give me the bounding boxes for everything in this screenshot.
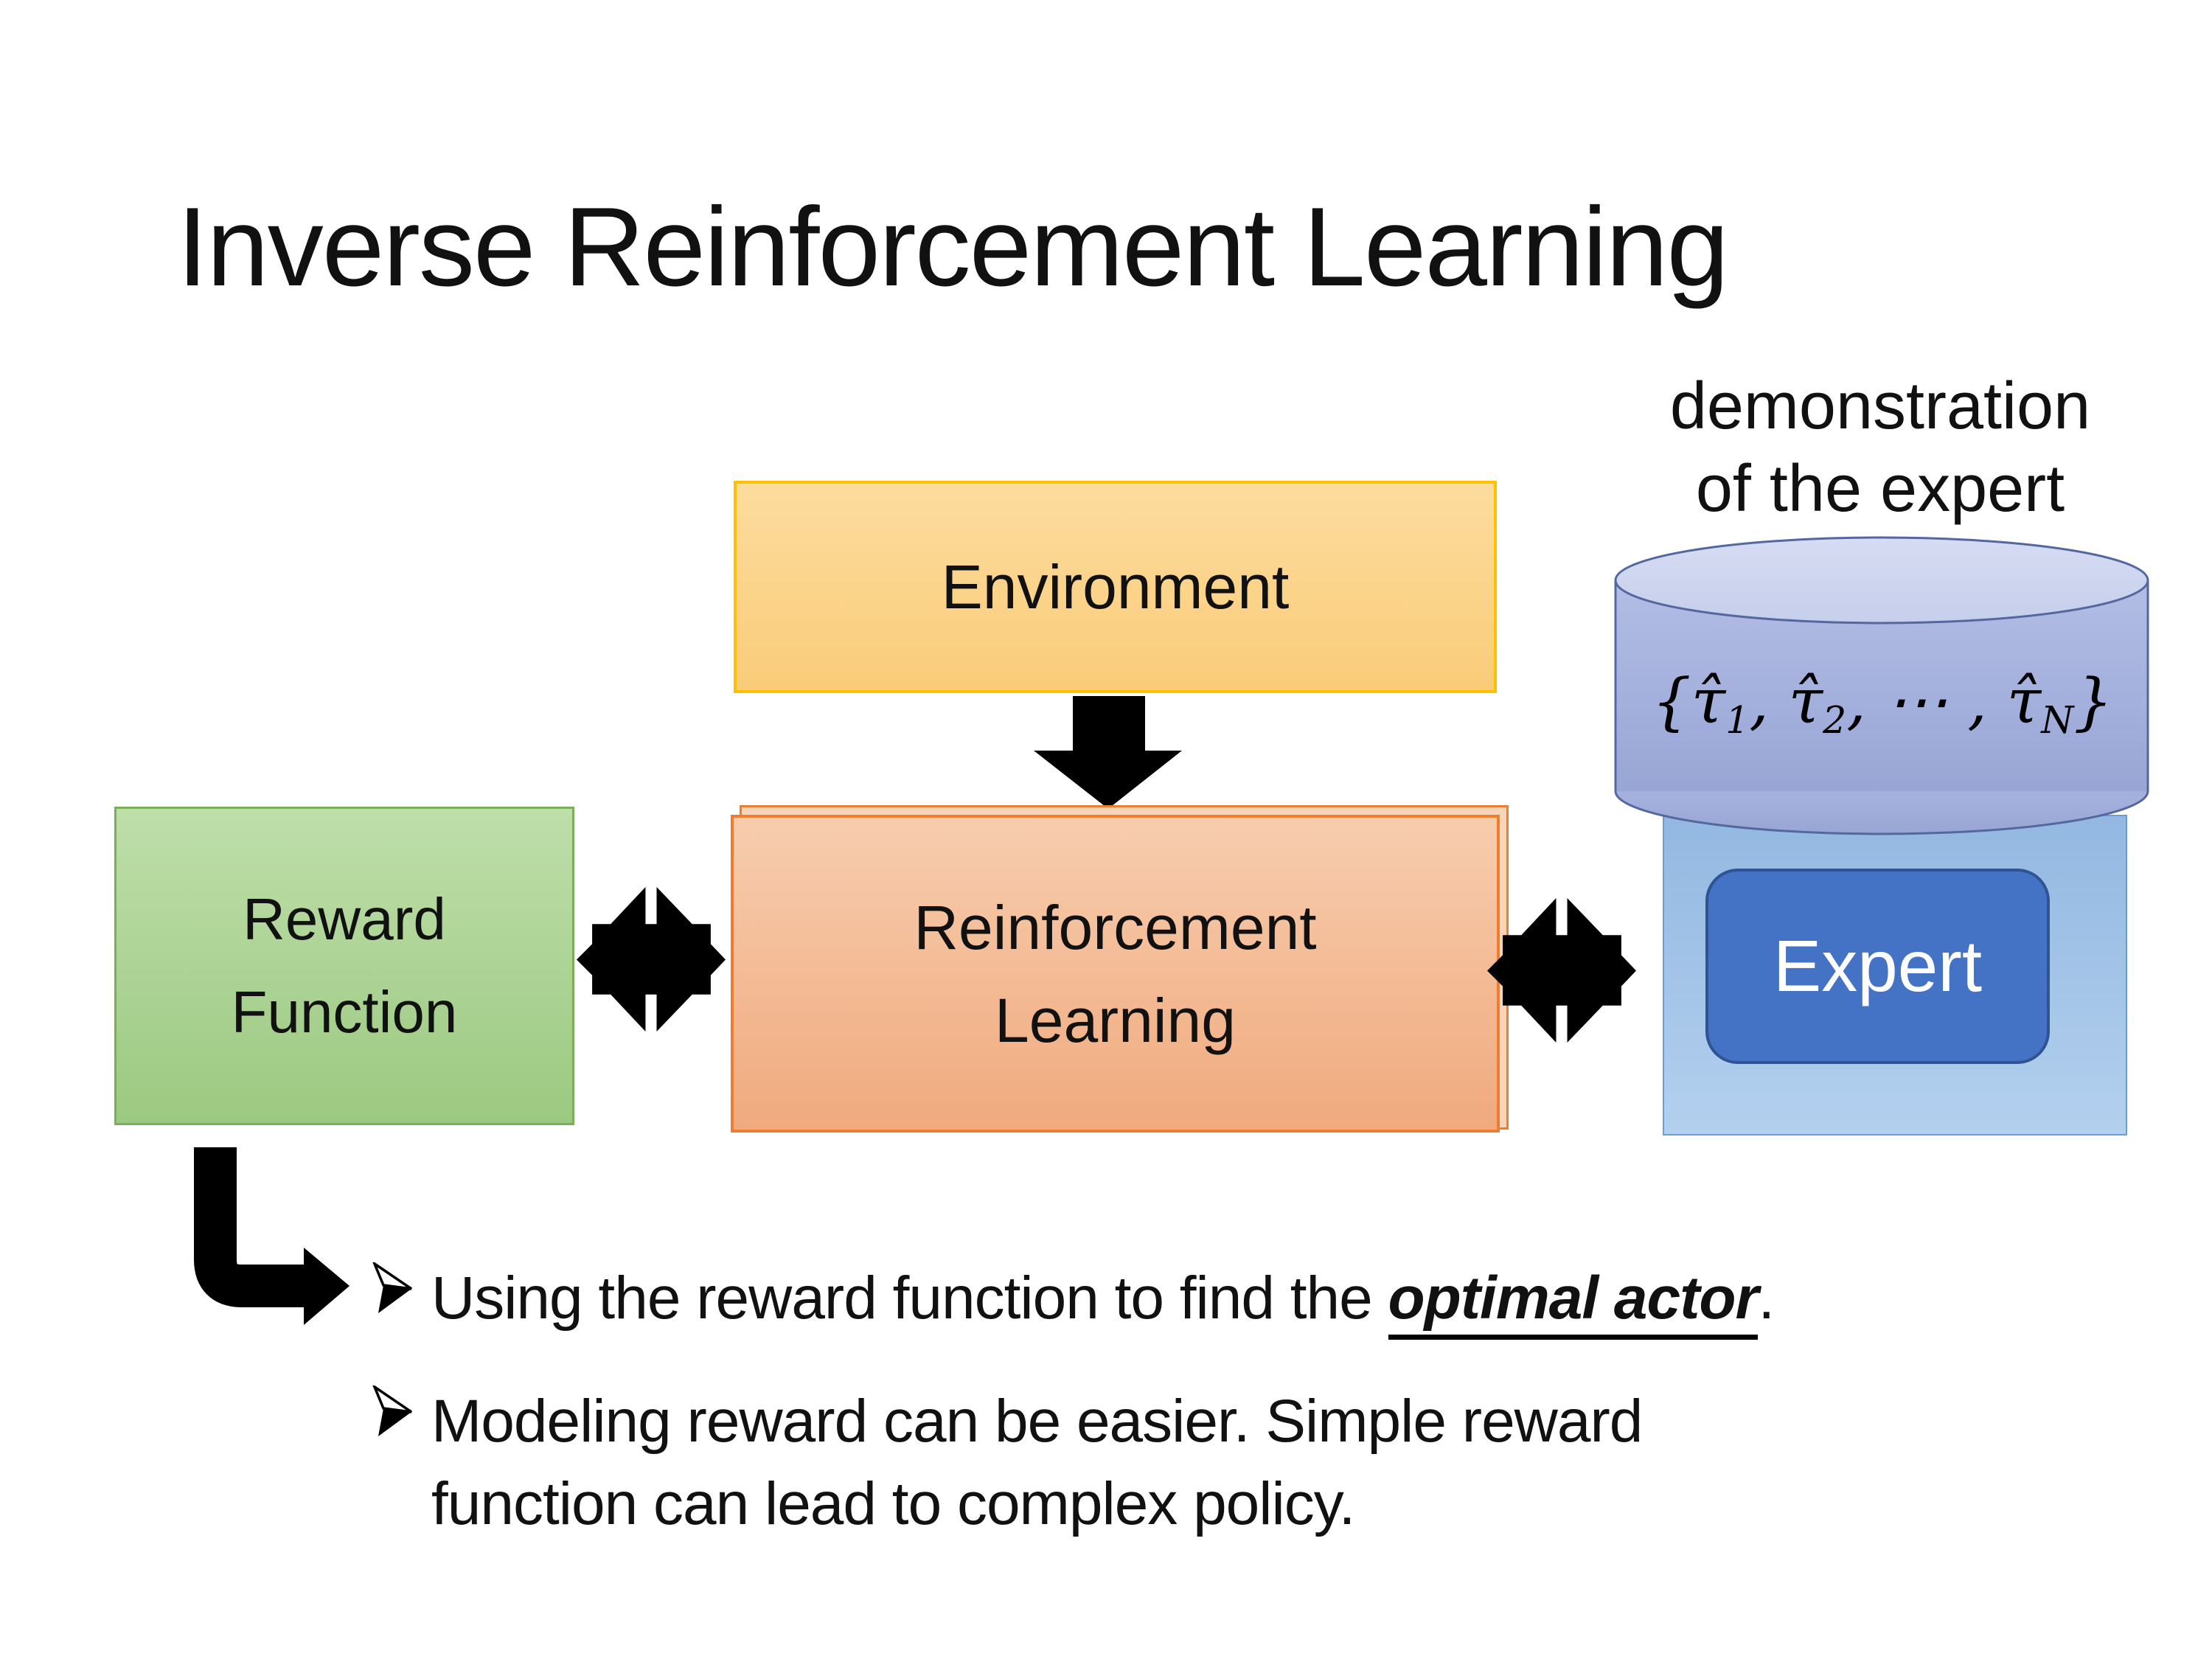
bidirectional-arrow-icon (577, 887, 726, 1032)
down-arrow-icon (1034, 696, 1182, 809)
page-title: Inverse Reinforcement Learning (177, 184, 1729, 310)
demonstrations-formula: {τ̂1, τ̂2, ⋯ , τ̂N} (1652, 665, 2113, 742)
expert-box: Expert (1705, 869, 2050, 1064)
bullet-item: Using the reward function to find the op… (431, 1257, 2149, 1340)
environment-box: Environment (734, 481, 1497, 693)
expert-label: Expert (1773, 925, 1983, 1006)
bent-arrow-icon (194, 1147, 349, 1325)
environment-label: Environment (941, 552, 1290, 622)
database-cylinder-icon (1614, 536, 2149, 835)
bidirectional-arrow-icon (1487, 898, 1636, 1043)
arrow-bullet-icon (372, 1262, 412, 1313)
bullet-item: Modeling reward can be easier. Simple re… (431, 1388, 1643, 1537)
arrow-bullet-icon (372, 1385, 412, 1436)
